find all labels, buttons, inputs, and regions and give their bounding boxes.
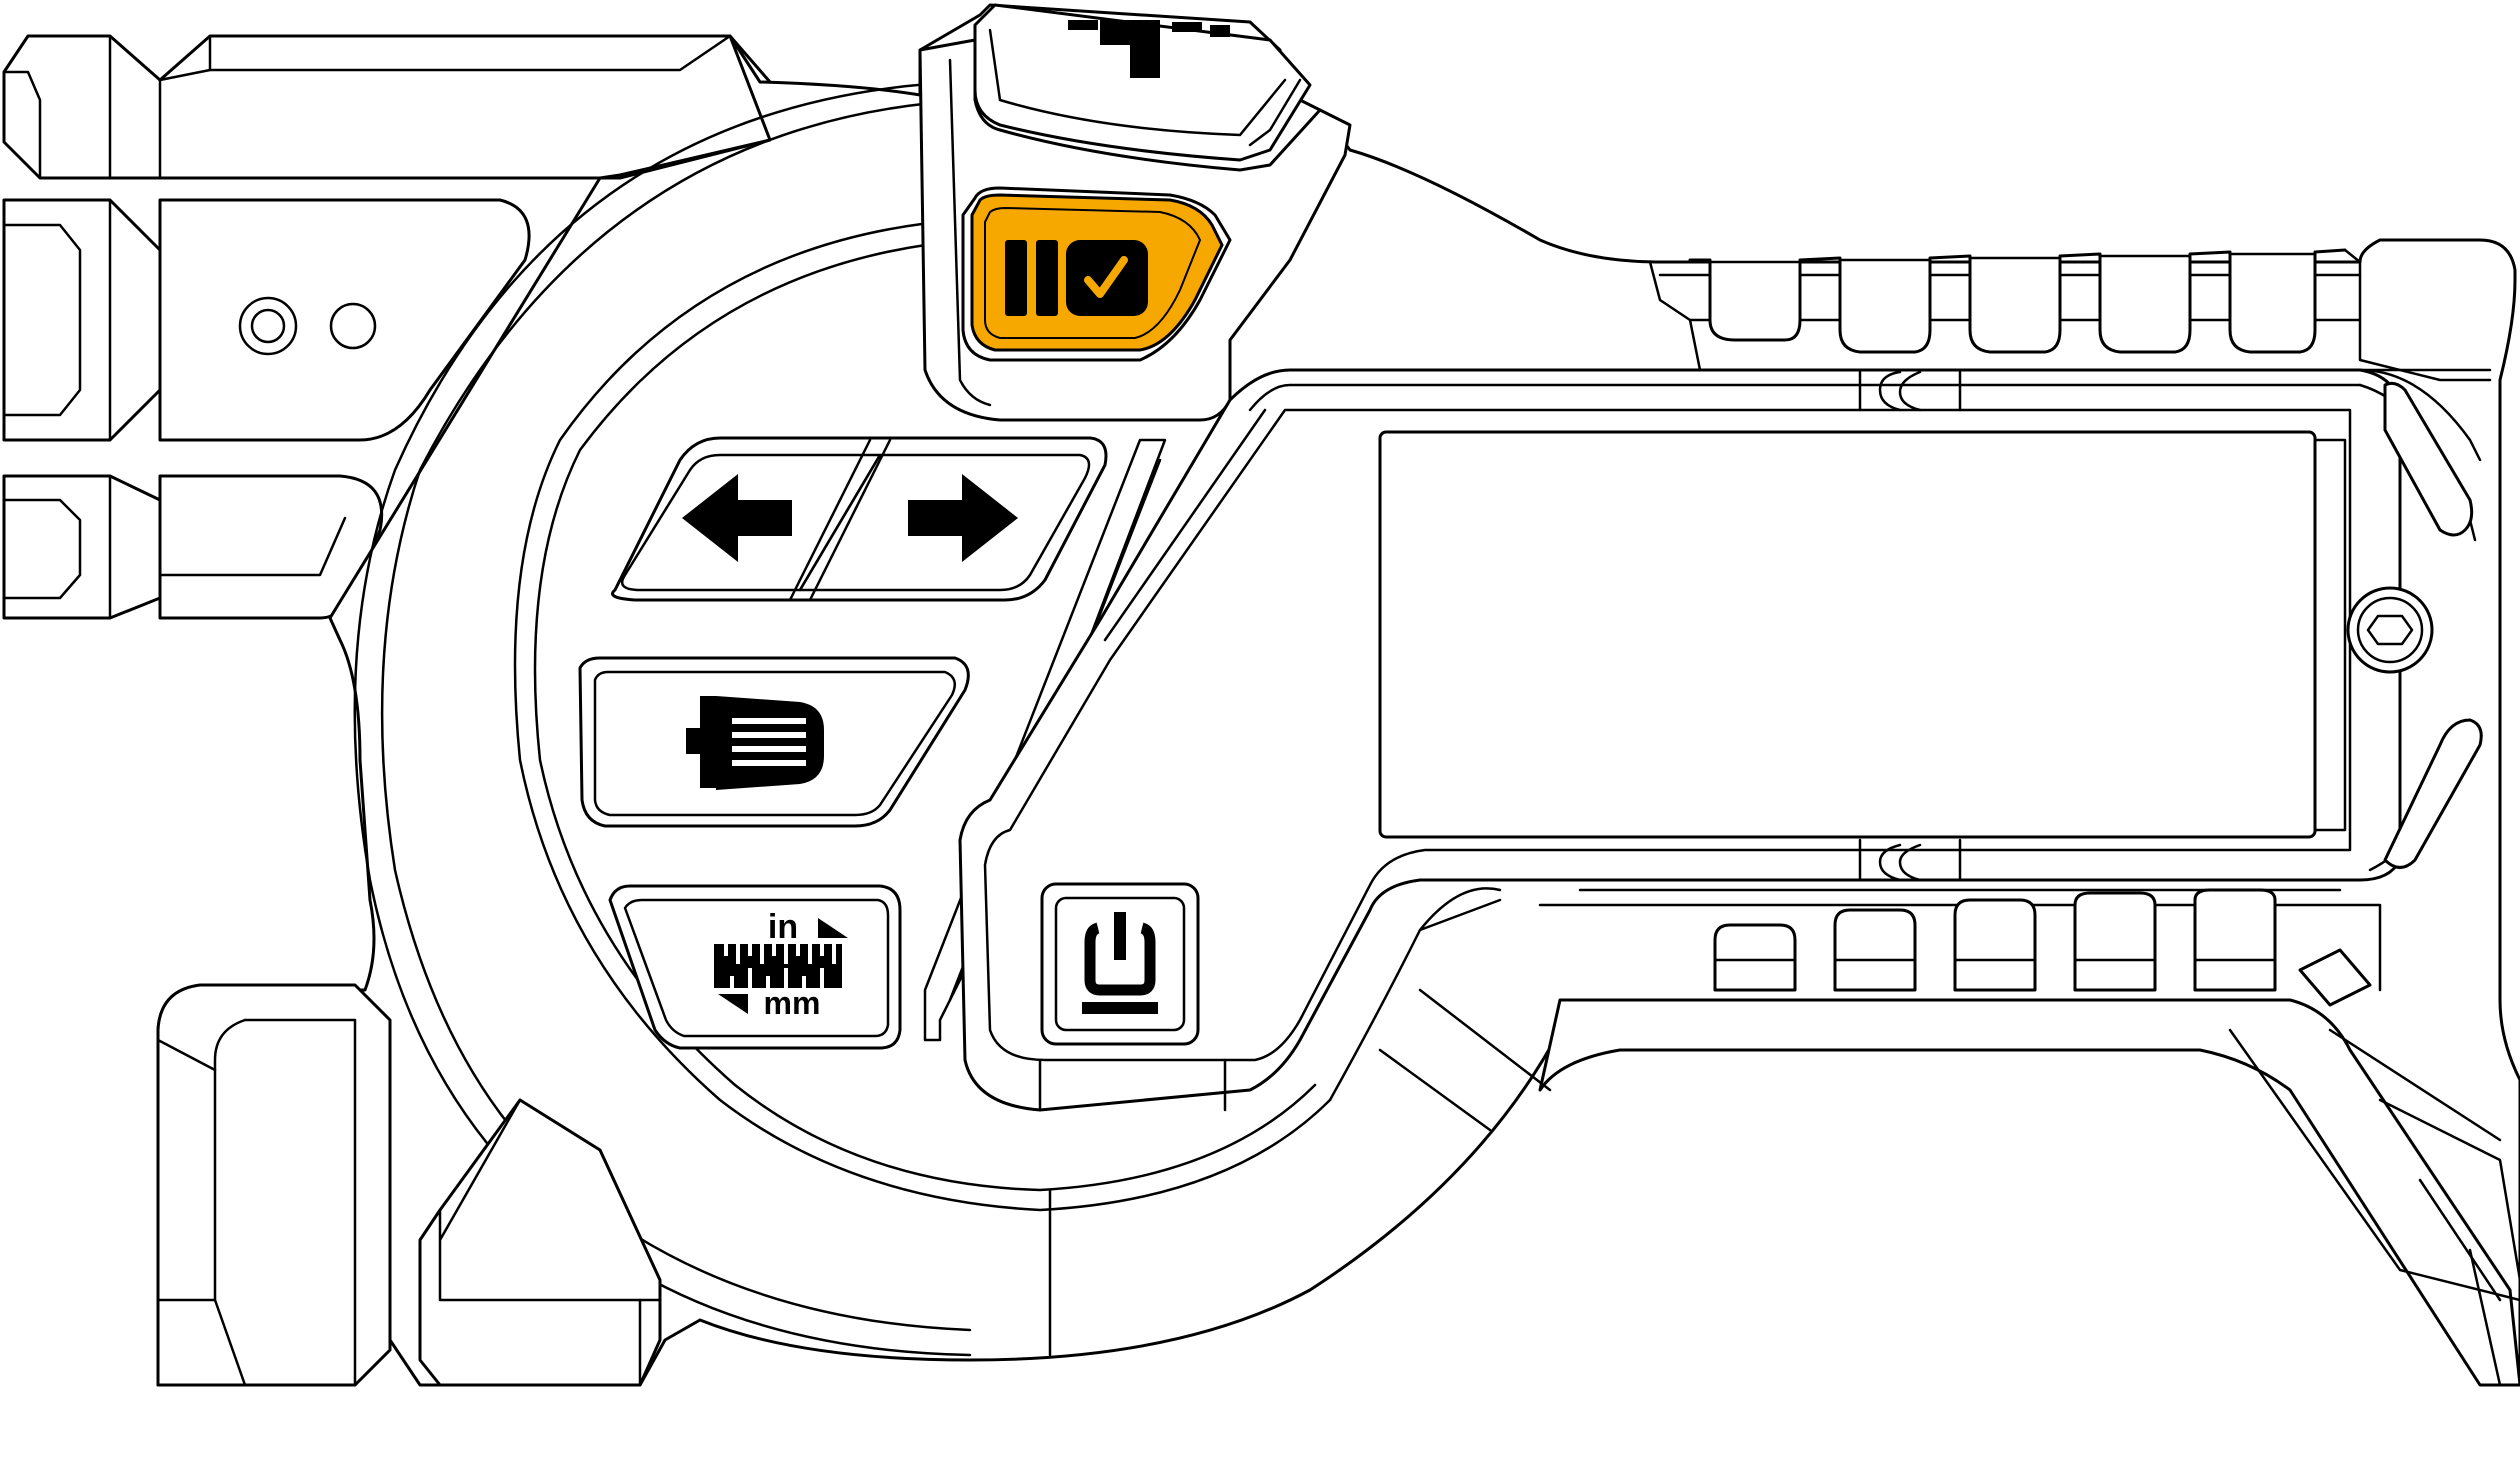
ridge-1 (1688, 248, 2347, 354)
arrow-buttons (611, 436, 1108, 602)
plus-knob-icon (1068, 20, 1230, 78)
select-button[interactable] (961, 186, 1232, 362)
laser-list-icon (686, 696, 824, 790)
hex-screw-icon (2346, 586, 2434, 674)
units-button[interactable]: in mm (608, 884, 902, 1050)
arrow-left-icon (682, 474, 792, 562)
ruler-units-icon: in mm (714, 908, 848, 1021)
power-button[interactable] (1040, 882, 1200, 1046)
side-clips (2383, 381, 2483, 869)
menu-button[interactable] (578, 656, 970, 828)
left-mount-blocks (2, 34, 772, 620)
units-label-in: in (768, 908, 798, 946)
right-arrow-button[interactable] (798, 453, 1091, 592)
power-icon (1082, 912, 1158, 1014)
units-label-mm: mm (764, 985, 821, 1021)
lower-feet (156, 983, 662, 1387)
arrow-right-icon (908, 474, 1018, 562)
top-grip-ridges (1648, 248, 2492, 462)
right-handle (1538, 998, 2520, 1387)
bottom-grip-ridges (1538, 888, 2382, 1007)
select-check-icon (1005, 240, 1148, 316)
lcd-display (1378, 430, 2347, 839)
frame-markers (1858, 370, 1962, 882)
